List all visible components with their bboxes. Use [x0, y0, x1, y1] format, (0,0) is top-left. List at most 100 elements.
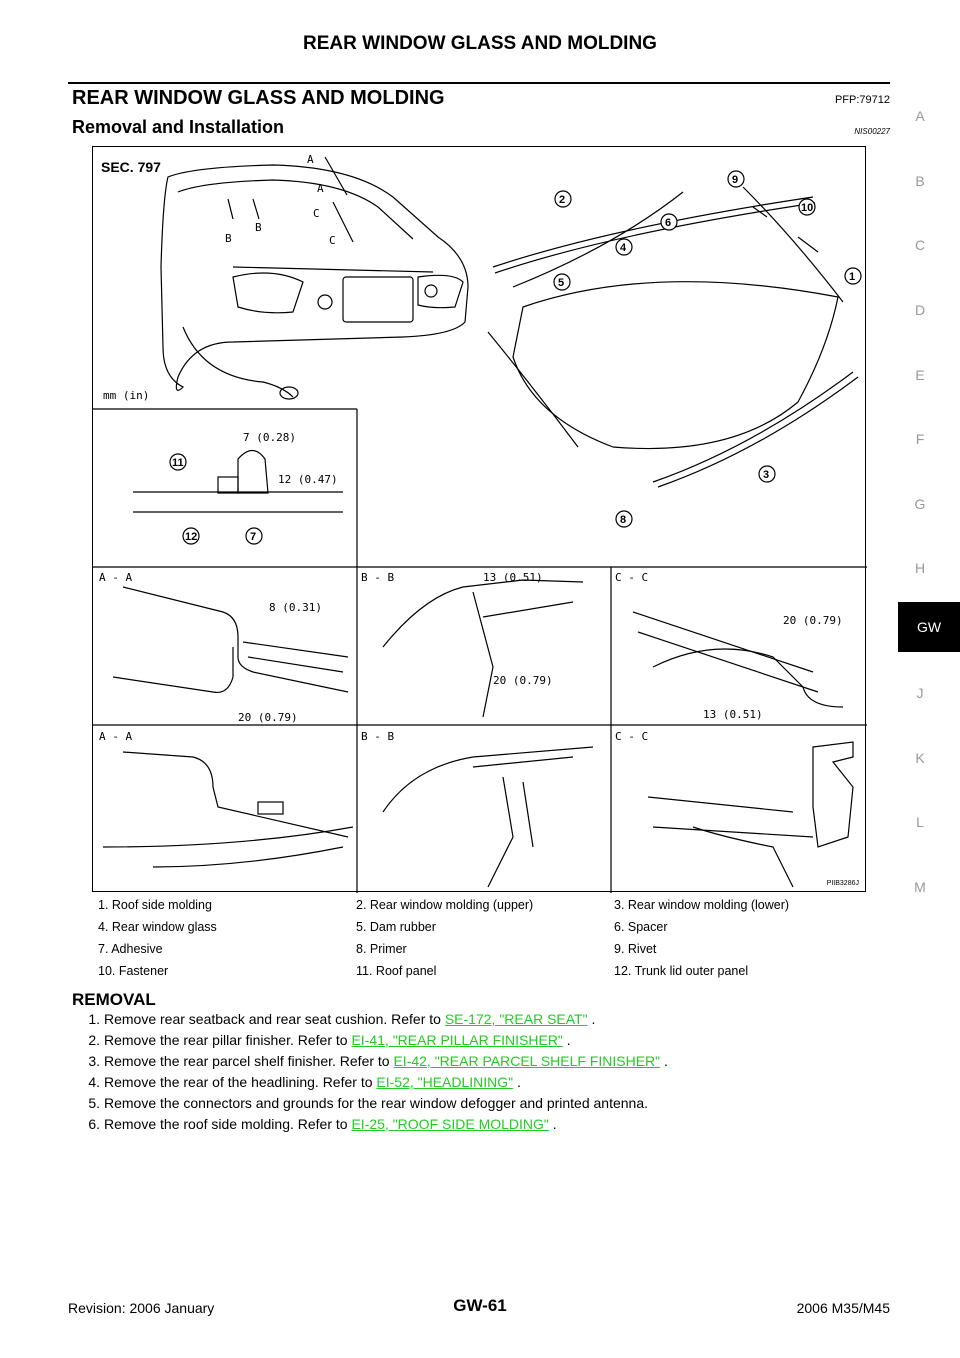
callout-c-1: C [313, 207, 320, 220]
legend-item: 9. Rivet [614, 942, 657, 956]
step-link[interactable]: EI-42, "REAR PARCEL SHELF FINISHER" [393, 1053, 661, 1069]
step-text: Remove the connectors and grounds for th… [104, 1095, 649, 1111]
legend-item: 4. Rear window glass [98, 920, 217, 934]
page-header-title: REAR WINDOW GLASS AND MOLDING [303, 33, 657, 54]
diagram-drawing: A A B B C C mm (in) A - A B - B C - C A … [93, 153, 867, 893]
index-letter[interactable]: J [916, 685, 924, 701]
step-text: Remove rear seatback and rear seat cushi… [104, 1011, 445, 1027]
legend-item: 12. Trunk lid outer panel [614, 964, 749, 978]
index-letter[interactable]: H [914, 560, 926, 576]
header-rule [68, 82, 890, 84]
exploded-diagram: A A B B C C mm (in) A - A B - B C - C A … [92, 146, 867, 893]
index-letter[interactable]: A [915, 108, 925, 124]
section-label-aa-bottom: A - A [99, 730, 132, 743]
step-tail: . [587, 1011, 596, 1027]
legend-item: 1. Roof side molding [98, 898, 212, 912]
callout-c-2: C [329, 234, 336, 247]
part-number-12: 12 [185, 531, 197, 543]
pfp-code: PFP:79712 [834, 94, 890, 106]
step-number: 1. [88, 1011, 100, 1027]
step-number: 4. [88, 1074, 100, 1090]
part-number-7: 7 [250, 531, 256, 543]
step-link[interactable]: EI-25, "ROOF SIDE MOLDING" [351, 1116, 549, 1132]
legend-row: 7. Adhesive 8. Primer 9. Rivet [92, 938, 866, 960]
section-label-cc-top: C - C [615, 571, 648, 584]
parts-legend: 1. Roof side molding 2. Rear window mold… [92, 894, 866, 982]
step-number: 6. [88, 1116, 100, 1132]
part-number-1: 1 [849, 271, 855, 283]
footer-model: 2006 M35/M45 [796, 1300, 890, 1316]
callout-b-2: B [255, 221, 262, 234]
step-tail: . [548, 1116, 557, 1132]
callout-a-1: A [307, 153, 314, 166]
step-text: Remove the rear of the headlining. Refer… [104, 1074, 377, 1090]
legend-item: 8. Primer [356, 942, 407, 956]
legend-row: 4. Rear window glass 5. Dam rubber 6. Sp… [92, 916, 866, 938]
legend-row: 10. Fastener 11. Roof panel 12. Trunk li… [92, 960, 866, 982]
section-label-bb-top: B - B [361, 571, 394, 584]
dim-13mm-cc: 13 (0.51) [703, 708, 763, 721]
index-letter[interactable]: G [914, 496, 926, 512]
step-number: 3. [88, 1053, 100, 1069]
step-link[interactable]: EI-52, "HEADLINING" [376, 1074, 514, 1090]
step-item: 3. Remove the rear parcel shelf finisher… [72, 1053, 892, 1074]
removal-steps: 1. Remove rear seatback and rear seat cu… [72, 1011, 892, 1137]
index-letter[interactable]: K [915, 750, 925, 766]
index-letter[interactable]: M [914, 879, 926, 895]
step-text: Remove the rear pillar finisher. Refer t… [104, 1032, 352, 1048]
part-number-8: 8 [620, 514, 626, 526]
part-number-9: 9 [732, 174, 738, 186]
step-item: 2. Remove the rear pillar finisher. Refe… [72, 1032, 892, 1053]
index-letter[interactable]: E [915, 367, 925, 383]
step-number: 2. [88, 1032, 100, 1048]
step-tail: . [660, 1053, 668, 1069]
footer-revision: Revision: 2006 January [68, 1300, 215, 1316]
removal-heading: REMOVAL [72, 990, 156, 1009]
part-number-4: 4 [620, 242, 627, 254]
dim-20mm-cc: 20 (0.79) [783, 614, 843, 627]
index-letter[interactable]: C [914, 237, 926, 253]
dim-12mm: 12 (0.47) [278, 473, 338, 486]
dim-7mm: 7 (0.28) [243, 431, 296, 444]
legend-item: 7. Adhesive [98, 942, 163, 956]
part-number-2: 2 [559, 194, 565, 206]
dim-20mm-bb: 20 (0.79) [493, 674, 553, 687]
unit-label: mm (in) [103, 389, 149, 402]
section-title: REAR WINDOW GLASS AND MOLDING [72, 87, 445, 109]
figure-code: PIIB3286J [826, 880, 859, 887]
step-link[interactable]: SE-172, "REAR SEAT" [444, 1011, 588, 1027]
index-letter[interactable]: D [914, 302, 926, 318]
part-number-5: 5 [558, 277, 564, 289]
nis-code: NIS00227 [854, 127, 890, 136]
index-letter[interactable]: L [916, 814, 924, 830]
part-number-3: 3 [763, 469, 769, 481]
index-letter[interactable]: B [915, 173, 925, 189]
legend-item: 5. Dam rubber [356, 920, 436, 934]
step-number: 5. [88, 1095, 100, 1111]
subsection-title: Removal and Installation [72, 117, 285, 137]
part-number-11: 11 [172, 457, 184, 469]
sec-label: SEC. 797 [101, 159, 161, 175]
index-letter[interactable]: F [915, 431, 925, 447]
legend-item: 2. Rear window molding (upper) [356, 898, 534, 912]
index-letter-active[interactable]: GW [898, 602, 960, 652]
dim-20mm-aa: 20 (0.79) [238, 711, 298, 724]
part-number-10: 10 [801, 202, 813, 214]
step-link[interactable]: EI-41, "REAR PILLAR FINISHER" [351, 1032, 563, 1048]
step-item: 6. Remove the roof side molding. Refer t… [72, 1116, 892, 1137]
section-index-sidebar: A B C D E F G H GW J K L M [898, 0, 960, 1358]
step-tail: . [513, 1074, 521, 1090]
step-item: 4. Remove the rear of the headlining. Re… [72, 1074, 892, 1095]
legend-row: 1. Roof side molding 2. Rear window mold… [92, 894, 866, 916]
step-text: Remove the rear parcel shelf finisher. R… [104, 1053, 394, 1069]
part-number-6: 6 [665, 217, 671, 229]
legend-item: 6. Spacer [614, 920, 668, 934]
step-item: 5. Remove the connectors and grounds for… [72, 1095, 892, 1116]
callout-a-2: A [317, 182, 324, 195]
callout-b-1: B [225, 232, 232, 245]
step-text: Remove the roof side molding. Refer to [104, 1116, 352, 1132]
step-item: 1. Remove rear seatback and rear seat cu… [72, 1011, 892, 1032]
section-label-aa-top: A - A [99, 571, 132, 584]
section-label-bb-bottom: B - B [361, 730, 394, 743]
section-label-cc-bottom: C - C [615, 730, 648, 743]
